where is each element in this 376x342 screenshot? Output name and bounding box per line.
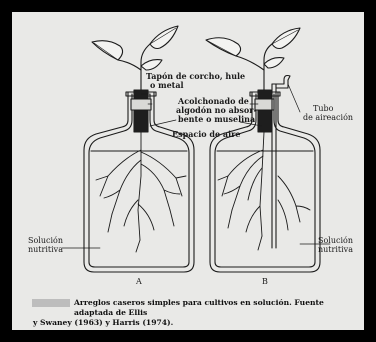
caption-line-1: Arreglos caseros simples para cultivos e… xyxy=(74,298,324,317)
label-solution-right: Solución xyxy=(318,236,353,245)
label-aeration-tube: Tubo xyxy=(313,104,333,113)
caption-line-2: y Swaney (1963) y Harris (1974). xyxy=(33,318,364,328)
label-aeration-tube-cont: de aireación xyxy=(303,113,353,122)
label-stopper-cont: o metal xyxy=(150,81,184,90)
label-solution-left-cont: nutritiva xyxy=(28,245,63,254)
label-jar-b: B xyxy=(262,277,268,286)
aeration-tube-b xyxy=(272,76,290,249)
roots-a xyxy=(96,132,186,252)
label-jar-a: A xyxy=(136,277,142,286)
cotton-a xyxy=(131,99,151,110)
label-solution-left: Solución xyxy=(28,236,63,245)
stopper-a xyxy=(134,90,148,132)
figure-number-box xyxy=(32,299,70,307)
cotton-b xyxy=(255,99,274,110)
figure-caption: Arreglos caseros simples para cultivos e… xyxy=(74,298,364,328)
roots-b xyxy=(218,132,310,250)
label-air-space: Espacio de aire xyxy=(172,130,240,139)
label-solution-right-cont: nutritiva xyxy=(318,245,353,254)
label-cotton-cont2: bente o muselina xyxy=(178,115,255,124)
